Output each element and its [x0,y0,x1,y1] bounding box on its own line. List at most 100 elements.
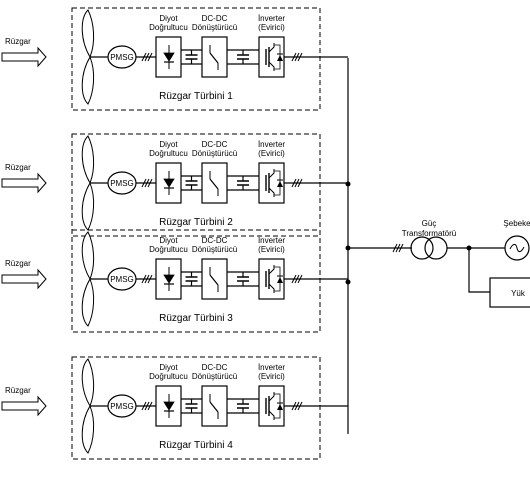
rotor-blade-icon [81,135,95,185]
igbt-emitter [268,61,275,71]
rotor-blade-icon [81,231,95,281]
phase-tick [141,178,147,188]
freewheel-diode-lead [274,266,281,292]
phase-tick [294,274,300,284]
igbt-collector [268,265,275,275]
inverter-label-line1: İnverter [258,140,285,149]
transformer-label-line2: Transformatörü [402,229,456,238]
rectifier-box [155,258,182,300]
dc-dc-converter-label-line2: Dönüştürücü [192,372,237,381]
inverter-label-line2: (Evirici) [258,23,285,32]
wind-arrow-icon [1,268,47,290]
generator-label: PMSG [110,179,134,188]
transformer-primary-coil [410,236,434,260]
turbine-frame [71,229,321,333]
turbine-frame [71,133,321,237]
rotor-blade-icon [81,55,95,105]
rotor-blade-icon [81,9,95,59]
rectifier-label-line1: Diyot [159,140,178,149]
bus-junction [345,279,351,285]
turbine-group: RüzgarPMSGDiyotDoğrultucuDC-DCDönüştürüc… [1,7,348,460]
dc-dc-converter-label-line1: DC-DC [202,14,228,23]
rectifier-label-line2: Doğrultucu [149,23,188,32]
dc-dc-converter-label-line2: Dönüştürücü [192,23,237,32]
freewheel-diode-lead [274,170,281,196]
wind-arrow-icon [1,46,47,68]
phase-tick [144,401,150,411]
wind-arrow-icon [1,172,47,194]
ac-wave-icon [509,243,525,253]
transformer-secondary-coil [424,236,448,260]
igbt-emitter [268,283,275,293]
dc-dc-converter-label-line2: Dönüştürücü [192,149,237,158]
dc-dc-converter-box [201,36,228,78]
rectifier-label-line2: Doğrultucu [149,149,188,158]
turbine-title: Rüzgar Türbini 4 [159,440,233,451]
turbine-frame [71,7,321,111]
rotor-blade-icon [81,358,95,408]
phase-tick [291,178,297,188]
switch-icon [209,274,219,286]
igbt-collector [268,392,275,402]
load-box [489,277,530,308]
igbt-emitter [268,187,275,197]
phase-tick [141,52,147,62]
phase-tick [291,52,297,62]
rotor-blade-icon [81,277,95,327]
rectifier-label-line1: Diyot [159,363,178,372]
wind-label: Rüzgar [5,37,31,46]
phase-tick [147,52,153,62]
dc-dc-converter-box [201,258,228,300]
turbine-title: Rüzgar Türbini 3 [159,313,233,324]
freewheel-diode-lead [274,393,281,419]
inverter-label-line1: İnverter [258,14,285,23]
dc-dc-converter-box [201,385,228,427]
phase-tick [147,401,153,411]
wind-label: Rüzgar [5,259,31,268]
rectifier-label-line2: Doğrultucu [149,372,188,381]
dc-dc-converter-label-line1: DC-DC [202,363,228,372]
bus-junction [345,181,351,187]
wind-label: Rüzgar [5,163,31,172]
phase-tick [291,274,297,284]
rectifier-label-line2: Doğrultucu [149,245,188,254]
igbt-emitter [268,410,275,420]
switch-icon [209,401,219,413]
freewheel-diode-lead [274,44,281,70]
phase-tick [147,178,153,188]
inverter-label-line2: (Evirici) [258,372,285,381]
igbt-collector [268,43,275,53]
dc-dc-converter-label-line2: Dönüştürücü [192,245,237,254]
wind-turbine-3: RüzgarPMSGDiyotDoğrultucuDC-DCDönüştürüc… [1,229,348,333]
switch-icon [209,178,219,190]
phase-tick [294,52,300,62]
rectifier-label-line1: Diyot [159,14,178,23]
wind-label: Rüzgar [5,386,31,395]
dc-dc-converter-label-line1: DC-DC [202,140,228,149]
phase-tick [291,401,297,411]
dc-dc-converter-label-line1: DC-DC [202,236,228,245]
generator-label: PMSG [110,402,134,411]
phase-tick [294,178,300,188]
wind-arrow-icon [1,395,47,417]
phase-tick [294,401,300,411]
switch-icon [209,52,219,64]
load-label: Yük [511,289,526,298]
grid-source-icon [504,235,530,261]
grid-label: Şebeke [503,219,530,228]
transformer-label-line1: Güç [422,219,437,228]
turbine-title: Rüzgar Türbini 2 [159,217,233,228]
generator-label: PMSG [110,275,134,284]
turbine-title: Rüzgar Türbini 1 [159,91,233,102]
phase-tick [144,52,150,62]
igbt-collector [268,169,275,179]
phase-tick [297,178,303,188]
inverter-label-line2: (Evirici) [258,245,285,254]
inverter-label-line2: (Evirici) [258,149,285,158]
dc-dc-converter-box [201,162,228,204]
load-feeder [468,248,490,293]
phase-tick [144,178,150,188]
